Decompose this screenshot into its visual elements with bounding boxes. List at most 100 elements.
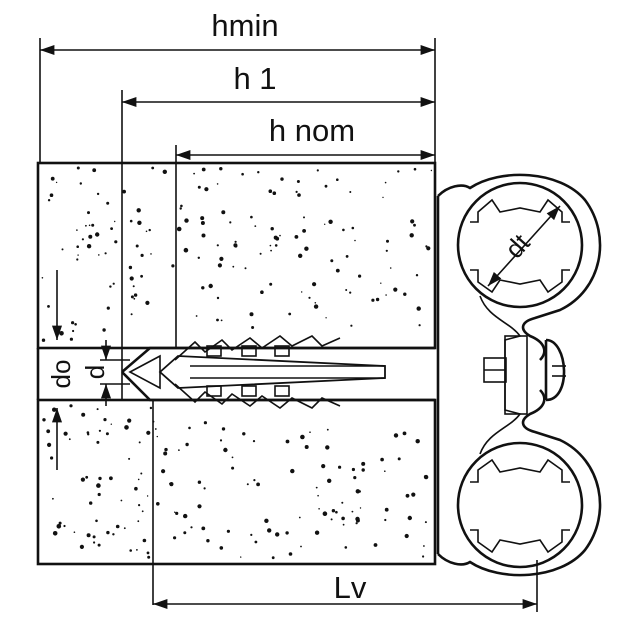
- concrete-speckle: [206, 539, 210, 543]
- concrete-speckle: [229, 221, 232, 224]
- concrete-speckle: [114, 240, 118, 244]
- concrete-speckle: [42, 418, 46, 422]
- concrete-speckle: [304, 246, 309, 251]
- concrete-speckle: [79, 182, 83, 185]
- concrete-speckle: [81, 412, 86, 417]
- concrete-speckle: [140, 472, 143, 475]
- concrete-speckle: [402, 431, 407, 436]
- concrete-speckle: [361, 468, 365, 472]
- concrete-speckle: [302, 229, 306, 233]
- concrete-speckle: [115, 524, 120, 529]
- concrete-speckle: [254, 225, 257, 228]
- concrete-speckle: [269, 282, 273, 286]
- concrete-speckle: [341, 516, 345, 521]
- concrete-speckle: [148, 228, 151, 232]
- concrete-speckle: [96, 192, 100, 196]
- concrete-speckle: [52, 407, 57, 412]
- concrete-speckle: [140, 253, 144, 257]
- concrete-speckle: [317, 494, 319, 497]
- concrete-speckle: [219, 256, 224, 261]
- concrete-speckle: [273, 235, 278, 240]
- concrete-speckle: [241, 172, 244, 176]
- concrete-speckle: [137, 478, 140, 481]
- concrete-speckle: [216, 296, 220, 300]
- concrete-speckle: [110, 227, 113, 231]
- concrete-speckle: [232, 265, 235, 268]
- label-h1: h 1: [233, 61, 276, 96]
- concrete-speckle: [219, 546, 224, 550]
- concrete-speckle: [330, 259, 334, 263]
- concrete-speckle: [413, 223, 416, 227]
- concrete-speckle: [69, 404, 73, 408]
- concrete-speckle: [321, 464, 326, 469]
- concrete-speckle: [325, 445, 330, 450]
- concrete-speckle: [397, 170, 400, 173]
- concrete-speckle: [133, 297, 136, 300]
- concrete-speckle: [426, 246, 431, 251]
- concrete-speckle: [355, 489, 360, 494]
- concrete-speckle: [197, 185, 201, 189]
- concrete-speckle: [375, 297, 380, 302]
- concrete-speckle: [95, 232, 100, 237]
- concrete-speckle: [89, 501, 93, 505]
- concrete-speckle: [76, 166, 80, 170]
- concrete-speckle: [295, 190, 298, 193]
- concrete-speckle: [389, 267, 392, 269]
- concrete-speckle: [112, 282, 115, 285]
- concrete-speckle: [216, 183, 219, 185]
- concrete-speckle: [430, 169, 433, 172]
- concrete-speckle: [324, 223, 326, 225]
- concrete-speckle: [145, 300, 150, 305]
- concrete-speckle: [249, 312, 254, 317]
- dimension-d: d: [80, 340, 130, 406]
- concrete-speckle: [114, 220, 116, 223]
- drill-hole: [121, 348, 154, 605]
- concrete-speckle: [221, 210, 226, 215]
- concrete-speckle: [285, 439, 290, 444]
- concrete-speckle: [257, 171, 260, 174]
- concrete-speckle: [354, 239, 356, 242]
- concrete-speckle: [423, 545, 425, 547]
- label-d: d: [80, 365, 110, 379]
- concrete-speckle: [254, 540, 258, 544]
- concrete-speckle: [384, 518, 387, 522]
- concrete-speckle: [341, 501, 344, 504]
- concrete-speckle: [246, 483, 249, 486]
- concrete-speckle: [109, 285, 112, 288]
- concrete-speckle: [68, 438, 71, 441]
- concrete-speckle: [56, 524, 62, 529]
- concrete-speckle: [300, 434, 305, 440]
- concrete-speckle: [272, 191, 277, 195]
- concrete-speckle: [79, 544, 84, 550]
- concrete-speckle: [413, 167, 417, 171]
- concrete-speckle: [355, 516, 360, 522]
- concrete-speckle: [200, 221, 205, 225]
- label-dt: dt: [499, 227, 536, 264]
- concrete-speckle: [146, 495, 149, 497]
- concrete-speckle: [85, 224, 87, 227]
- concrete-speckle: [188, 426, 191, 430]
- concrete-speckle: [47, 305, 50, 308]
- concrete-speckle: [294, 235, 299, 239]
- concrete-speckle: [335, 268, 340, 273]
- concrete-speckle: [418, 324, 421, 327]
- concrete-speckle: [106, 530, 110, 535]
- concrete-speckle: [197, 480, 202, 484]
- concrete-speckle: [61, 248, 64, 251]
- concrete-speckle: [240, 556, 242, 558]
- concrete-speckle: [384, 470, 386, 473]
- concrete-speckle: [256, 482, 260, 487]
- concrete-speckle: [49, 193, 54, 197]
- concrete-speckle: [314, 302, 317, 304]
- concrete-speckle: [47, 199, 51, 202]
- concrete-speckle: [380, 282, 382, 284]
- concrete-speckle: [385, 294, 387, 296]
- concrete-speckle: [41, 338, 46, 342]
- concrete-speckle: [288, 552, 293, 556]
- label-hnom: h nom: [269, 113, 355, 148]
- concrete-speckle: [216, 318, 219, 322]
- concrete-speckle: [201, 526, 206, 531]
- concrete-speckle: [130, 295, 134, 299]
- dimension-dt: dt: [487, 205, 561, 287]
- concrete-speckle: [288, 312, 292, 316]
